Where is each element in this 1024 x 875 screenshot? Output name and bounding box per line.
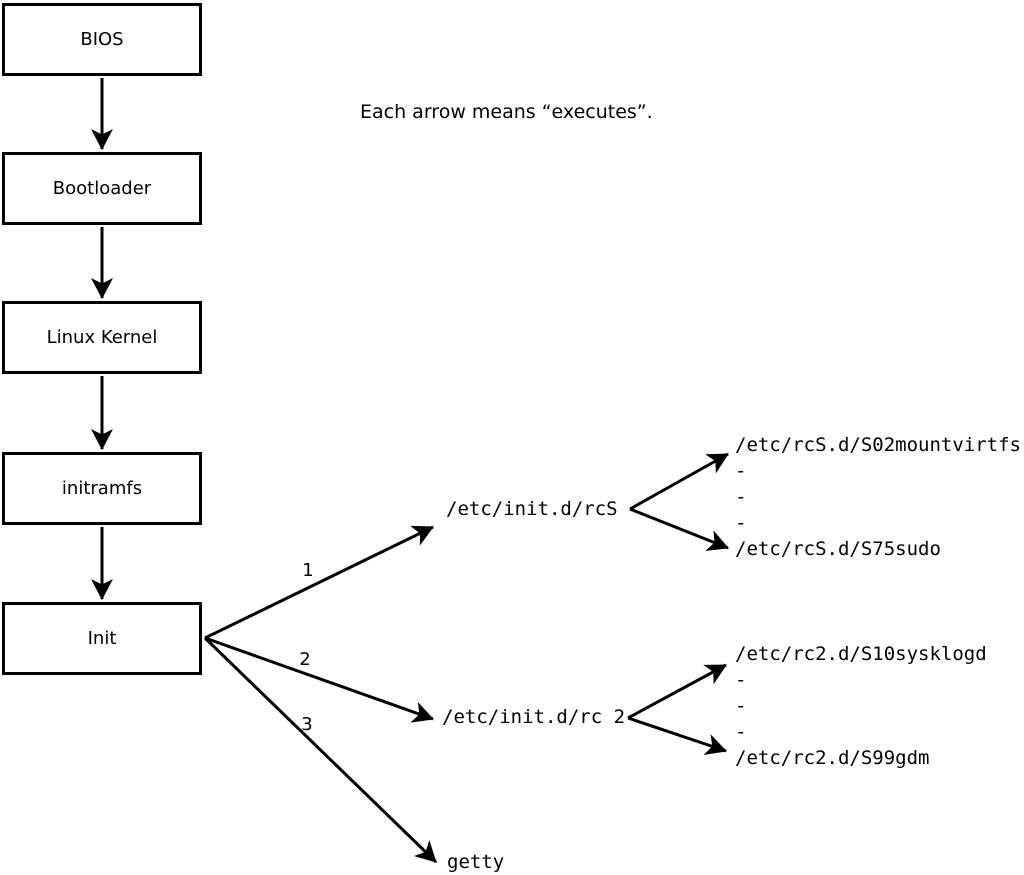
box-linux-kernel: Linux Kernel xyxy=(2,301,202,374)
box-init: Init xyxy=(2,602,202,675)
branch-1-target-rcs: /etc/init.d/rcS xyxy=(446,498,618,520)
box-bios-label: BIOS xyxy=(80,29,124,50)
branch-2-number: 2 xyxy=(299,649,311,670)
arrow-rc2-to-s99gdm xyxy=(627,716,727,756)
box-init-label: Init xyxy=(87,628,117,649)
box-bootloader: Bootloader xyxy=(2,152,202,225)
branch-3-number: 3 xyxy=(301,714,313,735)
rcs-child-dash-1: - xyxy=(735,460,747,482)
rcs-child-dash-2: - xyxy=(735,486,747,508)
rc2-child-dash-3: - xyxy=(735,721,747,743)
rcs-child-s75sudo: /etc/rcS.d/S75sudo xyxy=(735,538,941,560)
arrow-rcs-to-s75sudo xyxy=(629,507,729,551)
arrow-rcs-to-s02mountvirtfs xyxy=(629,452,729,511)
rc2-children-list: /etc/rc2.d/S10sysklogd - - - /etc/rc2.d/… xyxy=(735,641,987,771)
rc2-child-s99gdm: /etc/rc2.d/S99gdm xyxy=(735,747,930,769)
box-initramfs: initramfs xyxy=(2,452,202,525)
arrow-init-to-getty xyxy=(203,636,438,864)
box-initramfs-label: initramfs xyxy=(61,478,143,499)
rc2-child-s10sysklogd: /etc/rc2.d/S10sysklogd xyxy=(735,643,987,665)
box-bios: BIOS xyxy=(2,3,202,76)
box-bootloader-label: Bootloader xyxy=(52,178,152,199)
rc2-child-dash-2: - xyxy=(735,695,747,717)
rcs-children-list: /etc/rcS.d/S02mountvirtfs - - - /etc/rcS… xyxy=(735,432,1021,562)
arrow-init-to-rcs xyxy=(204,525,434,640)
box-linux-kernel-label: Linux Kernel xyxy=(46,327,158,348)
branch-3-target-getty: getty xyxy=(447,851,505,873)
rcs-child-s02mountvirtfs: /etc/rcS.d/S02mountvirtfs xyxy=(735,434,1021,456)
arrow-init-to-rc2 xyxy=(204,636,434,723)
branch-1-number: 1 xyxy=(302,560,314,581)
rcs-child-dash-3: - xyxy=(735,512,747,534)
branch-2-target-rc2: /etc/init.d/rc 2 xyxy=(442,706,626,728)
legend-note: Each arrow means “executes”. xyxy=(360,101,653,123)
rc2-child-dash-1: - xyxy=(735,669,747,691)
arrow-rc2-to-s10sysklogd xyxy=(627,663,727,720)
